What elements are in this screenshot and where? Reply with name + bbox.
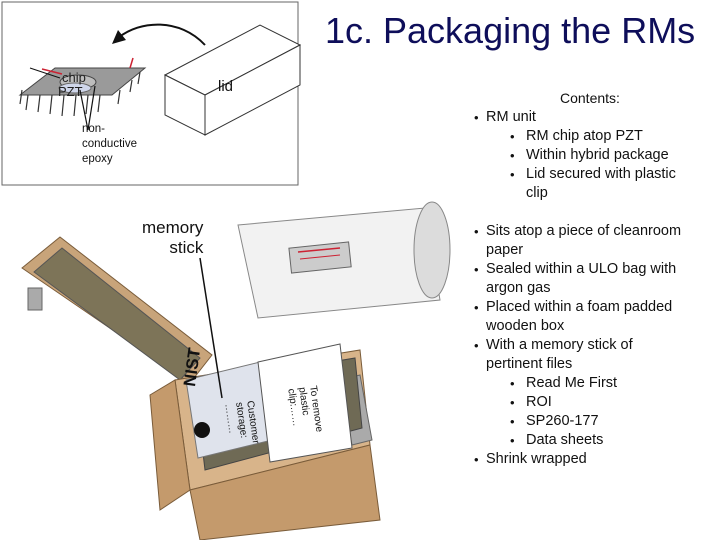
- epoxy-label-line-3: epoxy: [82, 153, 113, 165]
- rm-unit-item: Within hybrid package: [526, 147, 669, 163]
- lid-arrow: [117, 23, 206, 46]
- list-item: •Lid secured with plastic: [510, 166, 676, 182]
- pzt-disk: [58, 82, 92, 94]
- lid-box: [163, 24, 302, 136]
- contents-heading: Contents:: [560, 90, 620, 106]
- remove-clip-text: To remove plastic clip:……: [285, 385, 324, 436]
- list-item-continuation: clip: [468, 184, 676, 203]
- list-item: •RM unit: [474, 109, 536, 125]
- epoxy-label: non- conductive epoxy: [82, 122, 137, 167]
- list-item-continuation: wooden box: [468, 317, 681, 336]
- pzt-label: PZT: [58, 84, 83, 99]
- lead-clip: [129, 57, 134, 69]
- packaging-final: Shrink wrapped: [486, 451, 587, 467]
- list-item-continuation: pertinent files: [468, 355, 681, 374]
- wooden-box-lid: [21, 236, 213, 384]
- file-item: SP260-177: [526, 413, 599, 429]
- list-item-continuation: argon gas: [468, 279, 681, 298]
- rm-unit-item: RM chip atop PZT: [526, 128, 643, 144]
- epoxy-pointer-2: [79, 89, 89, 131]
- lead-chip-label: [41, 68, 63, 75]
- file-item: ROI: [526, 394, 552, 410]
- list-item: •Shrink wrapped: [474, 451, 587, 467]
- rm-unit-item: Lid secured with plastic: [526, 166, 676, 182]
- packaging-item: argon gas: [486, 280, 551, 296]
- list-item: •ROI: [510, 394, 552, 410]
- epoxy-pointer: [87, 85, 96, 131]
- packaging-item: Placed within a foam padded: [486, 299, 673, 315]
- package-pins: [19, 71, 141, 117]
- list-item: •Within hybrid package: [510, 147, 669, 163]
- epoxy-label-line-1: non-: [82, 123, 106, 135]
- notice-card: [257, 343, 353, 463]
- memory-stick-label: memory stick: [142, 218, 203, 258]
- ulo-bag: [237, 201, 451, 319]
- lid-arrow-head: [112, 30, 126, 44]
- packaging-item: wooden box: [486, 318, 565, 334]
- packaging-item: pertinent files: [486, 356, 573, 372]
- page-title: 1c. Packaging the RMs: [325, 10, 696, 51]
- memory-stick-label-line-2: stick: [169, 238, 204, 257]
- list-item: •Sits atop a piece of cleanroom: [474, 223, 682, 239]
- list-item: •Read Me First: [510, 375, 618, 391]
- packaging-item: Sits atop a piece of cleanroom: [486, 223, 682, 239]
- list-item: •Data sheets: [510, 432, 604, 448]
- customer-storage-text: Customer storage: ………: [222, 400, 261, 448]
- packaging-list: •Sits atop a piece of cleanroom paper •S…: [468, 222, 681, 469]
- file-item: Data sheets: [526, 432, 604, 448]
- list-item-continuation: paper: [468, 241, 681, 260]
- list-item: •With a memory stick of: [474, 337, 633, 353]
- rm-unit-text: RM unit: [486, 109, 536, 125]
- pzt-pointer: [29, 67, 61, 79]
- contents-list: •RM unit •RM chip atop PZT •Within hybri…: [468, 108, 676, 203]
- rm-unit-item: clip: [526, 185, 548, 201]
- memory-stick-label-line-1: memory: [142, 218, 204, 237]
- list-item: •Placed within a foam padded: [474, 299, 673, 315]
- list-item: •Sealed within a ULO bag with: [474, 261, 677, 277]
- list-item: •SP260-177: [510, 413, 599, 429]
- list-item: •RM chip atop PZT: [510, 128, 643, 144]
- epoxy-label-line-2: conductive: [82, 138, 137, 150]
- lid-label: lid: [218, 78, 234, 95]
- packaging-item: With a memory stick of: [486, 337, 633, 353]
- memory-pointer: [199, 257, 223, 399]
- packaging-item: paper: [486, 242, 524, 258]
- file-item: Read Me First: [526, 375, 618, 391]
- chip-label: chip: [62, 70, 86, 85]
- packaging-item: Sealed within a ULO bag with: [486, 261, 677, 277]
